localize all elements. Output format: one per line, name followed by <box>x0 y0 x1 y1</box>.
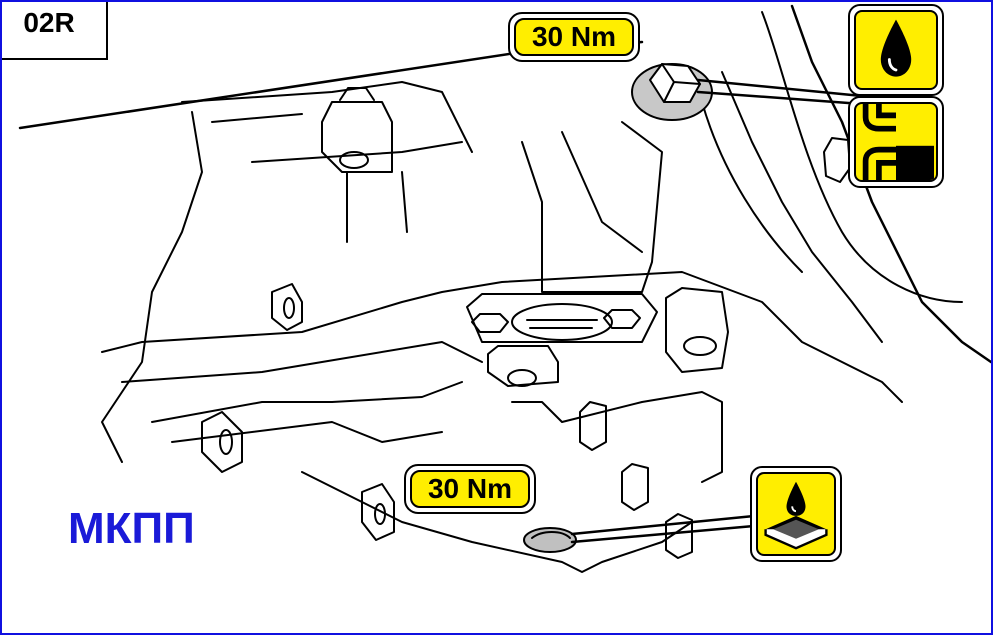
filler-leader-top <box>696 78 864 98</box>
oil-level-icon <box>862 104 934 180</box>
lower-right-section <box>511 391 723 483</box>
drain-plug-detail <box>531 531 571 539</box>
gearbox-label: МКПП <box>68 504 195 553</box>
housing-upper-rib <box>181 81 473 153</box>
housing-lug-upper-hole <box>283 297 295 319</box>
drain-leader-top <box>570 514 756 536</box>
bell-housing-ring-2 <box>701 101 803 273</box>
side-bolt <box>823 137 851 183</box>
lower-boss-left-hole <box>507 369 537 387</box>
oil-drain-badge <box>750 466 842 562</box>
filler-plug-torque-value: 30 Nm <box>514 18 634 56</box>
upper-mount-hole <box>339 151 369 169</box>
housing-rib-c <box>331 381 463 403</box>
housing-lug-left-hole <box>219 429 233 455</box>
upper-mount <box>321 101 393 173</box>
housing-lug-left <box>201 411 243 473</box>
upper-mount-stem <box>346 171 408 243</box>
filler-plug-hex-face <box>661 63 701 103</box>
lower-right-bolt-b <box>621 463 649 511</box>
lower-boss-right-hole <box>683 336 717 356</box>
flange <box>466 293 658 343</box>
housing-rib-b <box>171 421 443 443</box>
filler-leader-bottom <box>696 90 864 106</box>
drain-leader-bottom <box>570 524 756 544</box>
oil-level-badge <box>848 96 944 188</box>
bottom-housing-lug <box>361 483 395 541</box>
central-housing <box>521 121 663 293</box>
main-lower-housing <box>101 271 903 403</box>
lower-boss-right <box>665 287 729 373</box>
housing-upper-body <box>101 111 203 463</box>
flange-bolt-right <box>603 309 641 329</box>
bell-housing-ring <box>761 11 963 303</box>
housing-rib-a <box>151 401 333 423</box>
drain-plug-torque-badge: 30 Nm <box>404 464 536 514</box>
bell-housing-outer <box>790 4 991 364</box>
housing-inner-line <box>211 113 463 163</box>
oil-drop-badge <box>848 4 944 96</box>
oil-drain-icon <box>764 481 828 550</box>
filler-plug-torque-badge: 30 Nm <box>508 12 640 62</box>
bottom-housing-lug-hole <box>374 503 386 525</box>
main-lower-housing-2 <box>121 341 483 383</box>
bottom-right-bolt <box>665 513 693 559</box>
housing-lug-upper <box>271 283 303 331</box>
upper-mount-nut <box>339 87 375 101</box>
flange-bolt-left <box>471 313 509 333</box>
central-housing-side <box>561 131 643 253</box>
oil-drop-icon <box>880 19 912 77</box>
lower-right-bolt-a <box>579 401 607 451</box>
drain-plug-torque-value: 30 Nm <box>410 470 530 508</box>
bell-housing-inner <box>721 71 883 343</box>
flange-slot <box>526 319 598 329</box>
diagram-code: 02R <box>2 2 108 60</box>
flange-opening <box>511 303 613 341</box>
lower-boss-left <box>487 345 559 387</box>
